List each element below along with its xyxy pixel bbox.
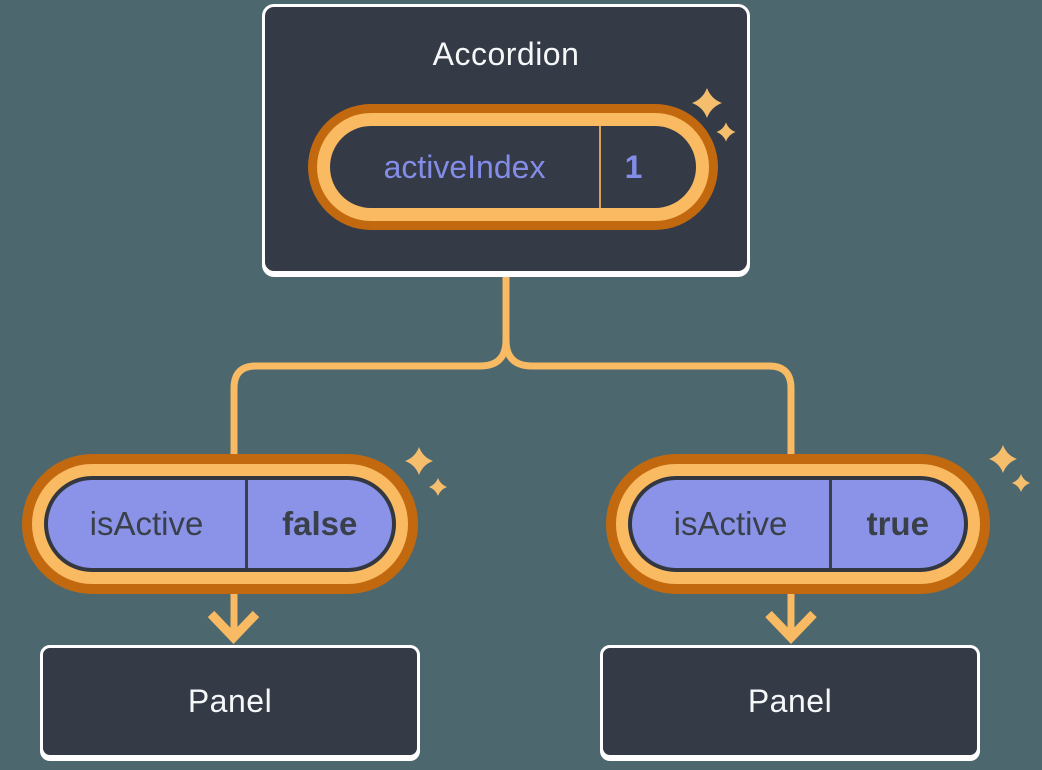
prop-name: isActive [673, 505, 788, 542]
connector-right [502, 339, 795, 632]
prop-pill-inner-ring: isActive false [32, 464, 408, 584]
prop-pill-isactive-left: isActive false [22, 454, 418, 594]
panel-node-left: Panel [40, 645, 420, 758]
prop-pill-outer-ring: isActive false [22, 454, 418, 594]
sparkle-icon [692, 88, 722, 118]
state-value: 1 [624, 148, 643, 185]
panel-label: Panel [187, 683, 273, 719]
state-pill-divider [599, 126, 601, 208]
prop-pill-divider [829, 480, 832, 568]
arrow-down-icon [765, 610, 817, 645]
prop-value: true [866, 505, 929, 542]
prop-pill-outer-ring: isActive true [606, 454, 990, 594]
state-pill-core: activeIndex 1 [330, 126, 696, 208]
prop-name: isActive [89, 505, 204, 542]
state-pill-inner-ring: activeIndex 1 [317, 113, 709, 221]
sparkle-icon [989, 445, 1017, 473]
arrow-down-icon [207, 610, 260, 645]
prop-pill-inner-ring: isActive true [616, 464, 980, 584]
state-name: activeIndex [383, 148, 546, 185]
panel-label: Panel [747, 683, 833, 719]
connector-left [230, 339, 510, 632]
accordion-title: Accordion [432, 36, 580, 72]
prop-value: false [282, 505, 358, 542]
sparkle-icon [429, 478, 447, 496]
prop-pill-core: isActive true [628, 476, 968, 572]
prop-pill-core: isActive false [44, 476, 396, 572]
panel-node-right: Panel [600, 645, 980, 758]
sparkle-icon [716, 122, 736, 142]
state-pill-outer-ring: activeIndex 1 [308, 104, 718, 230]
prop-pill-divider [245, 480, 248, 568]
state-pill-activeindex: activeIndex 1 [308, 104, 718, 230]
sparkle-icon [405, 447, 433, 475]
prop-pill-isactive-right: isActive true [606, 454, 990, 594]
sparkle-icon [1012, 474, 1030, 492]
